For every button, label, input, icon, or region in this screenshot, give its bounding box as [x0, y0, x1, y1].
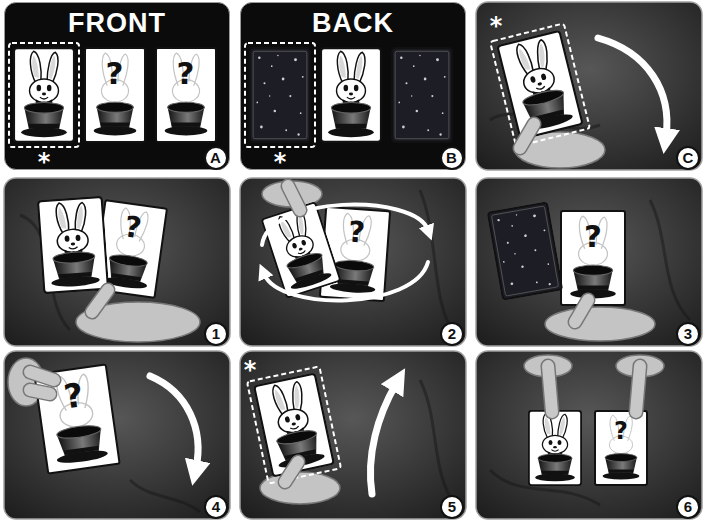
question-card: ? — [84, 47, 146, 143]
dashed-outline — [490, 23, 590, 146]
finger — [548, 366, 552, 412]
rabbit-card — [529, 411, 581, 485]
step-letter: C — [676, 146, 700, 170]
badge-outline — [677, 496, 699, 518]
badge-outline — [205, 147, 227, 169]
question-card: ? — [560, 210, 626, 306]
finger — [285, 462, 298, 482]
card-symbol: ? — [562, 221, 624, 252]
rabbit-card — [497, 31, 582, 139]
panel-5 — [240, 351, 466, 519]
badge-outline — [441, 496, 463, 518]
finger — [92, 290, 108, 312]
fabric-folds — [20, 114, 690, 512]
step-badge: B — [440, 146, 464, 170]
step-letter: 6 — [676, 495, 700, 519]
hand — [262, 181, 322, 207]
panel-title: BACK — [241, 8, 465, 38]
step-letter: 5 — [440, 495, 464, 519]
panel-c — [476, 2, 702, 170]
finger — [520, 124, 534, 148]
step-badge: 6 — [676, 495, 700, 519]
badge-outline — [205, 496, 227, 518]
card-symbol: ? — [157, 58, 215, 89]
panel-title: FRONT — [5, 8, 229, 38]
step-letter: 3 — [676, 322, 700, 346]
finger — [520, 124, 534, 148]
finger — [636, 366, 640, 412]
asterisk-mark: * — [34, 151, 54, 173]
title-panel: BACK B — [240, 2, 466, 170]
asterisk-mark: * — [486, 15, 506, 37]
finger — [288, 186, 300, 210]
card-back — [488, 202, 562, 299]
hand — [545, 307, 655, 341]
card-symbol: ? — [325, 216, 389, 249]
hand — [515, 132, 605, 168]
hand — [76, 302, 200, 342]
step-badge: 3 — [676, 322, 700, 346]
finger — [285, 462, 298, 482]
step-letter: A — [204, 146, 228, 170]
badge-outline — [677, 323, 699, 345]
fingers — [30, 124, 640, 482]
card-symbol: ? — [86, 58, 144, 89]
photo-panels — [4, 2, 702, 519]
title-panel: FRONT?? A — [4, 2, 230, 170]
step-badge: 2 — [440, 322, 464, 346]
motion-arrow — [370, 384, 396, 494]
hand — [524, 355, 572, 377]
card-symbol: ? — [101, 209, 164, 246]
question-card: ? — [319, 206, 391, 302]
step-letter: 2 — [440, 322, 464, 346]
step-badge: 1 — [204, 322, 228, 346]
asterisk-mark: * — [270, 151, 290, 173]
finger — [92, 290, 108, 312]
panel-3 — [476, 178, 702, 346]
badge-outline — [441, 323, 463, 345]
dashed-outline — [247, 366, 341, 483]
motion-arrow — [598, 38, 667, 136]
panel-1 — [4, 178, 230, 346]
finger — [636, 366, 640, 412]
step-badge: 4 — [204, 495, 228, 519]
rabbit-card — [254, 374, 334, 477]
question-card: ? — [155, 47, 217, 143]
question-card: ? — [92, 199, 168, 299]
hand — [260, 472, 340, 504]
step-badge: 5 — [440, 495, 464, 519]
question-card: ? — [33, 363, 120, 474]
question-card: ? — [594, 410, 648, 486]
panel-4 — [4, 351, 230, 519]
step-badge: C — [676, 146, 700, 170]
panel-2 — [240, 178, 466, 346]
badge-outline — [677, 147, 699, 169]
asterisk-mark: * — [240, 359, 260, 381]
card-symbol: ? — [596, 419, 646, 443]
step-badge: A — [204, 146, 228, 170]
step-letter: B — [440, 146, 464, 170]
panel-6 — [476, 351, 702, 519]
badge-outline — [441, 147, 463, 169]
step-letter: 4 — [204, 495, 228, 519]
hands — [8, 132, 664, 504]
badge-outline — [205, 323, 227, 345]
finger — [548, 366, 552, 412]
card-symbol: ? — [37, 375, 111, 417]
motion-arrow — [150, 376, 198, 468]
finger — [288, 186, 300, 210]
hand — [616, 355, 664, 377]
step-letter: 1 — [204, 322, 228, 346]
